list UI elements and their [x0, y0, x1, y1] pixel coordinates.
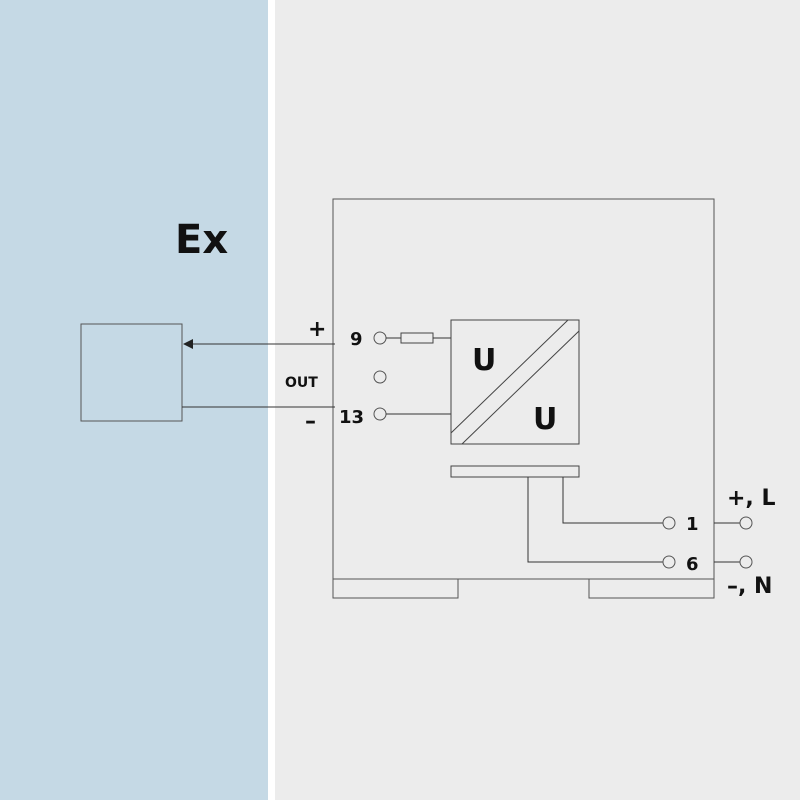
out-label: OUT [285, 375, 318, 391]
terminal-1-label: 1 [686, 514, 699, 535]
field-device [80, 323, 183, 422]
hazardous-zone [0, 0, 268, 800]
converter-diagonal-b [461, 330, 580, 445]
supply-label-positive: +, L [727, 486, 775, 511]
terminal-9-label: 9 [350, 329, 363, 350]
rail-foot-right [588, 578, 715, 599]
terminal-unused [373, 370, 387, 384]
wire-supply-terminal-1 [562, 477, 663, 524]
output-minus-sign: – [305, 409, 316, 434]
power-supply-bar [450, 465, 580, 478]
terminal-13-label: 13 [339, 407, 364, 428]
module-housing [332, 198, 715, 580]
zone-divider [268, 0, 275, 800]
safe-zone [275, 0, 800, 800]
wire-supply-terminal-6 [527, 477, 663, 563]
terminal-1 [662, 516, 676, 530]
terminal-6 [662, 555, 676, 569]
output-plus-sign: + [308, 317, 326, 342]
supply-terminal-negative [739, 555, 753, 569]
terminal-13 [373, 407, 387, 421]
converter-input-symbol: U [472, 343, 496, 378]
ex-zone-label: Ex [175, 217, 228, 263]
terminal-6-label: 6 [686, 554, 699, 575]
terminal-9 [373, 331, 387, 345]
converter-diagonal-a [450, 319, 569, 434]
converter-block [450, 319, 580, 445]
converter-output-symbol: U [533, 402, 557, 437]
supply-terminal-positive [739, 516, 753, 530]
rail-foot-left [332, 578, 459, 599]
supply-label-negative: –, N [727, 574, 772, 599]
